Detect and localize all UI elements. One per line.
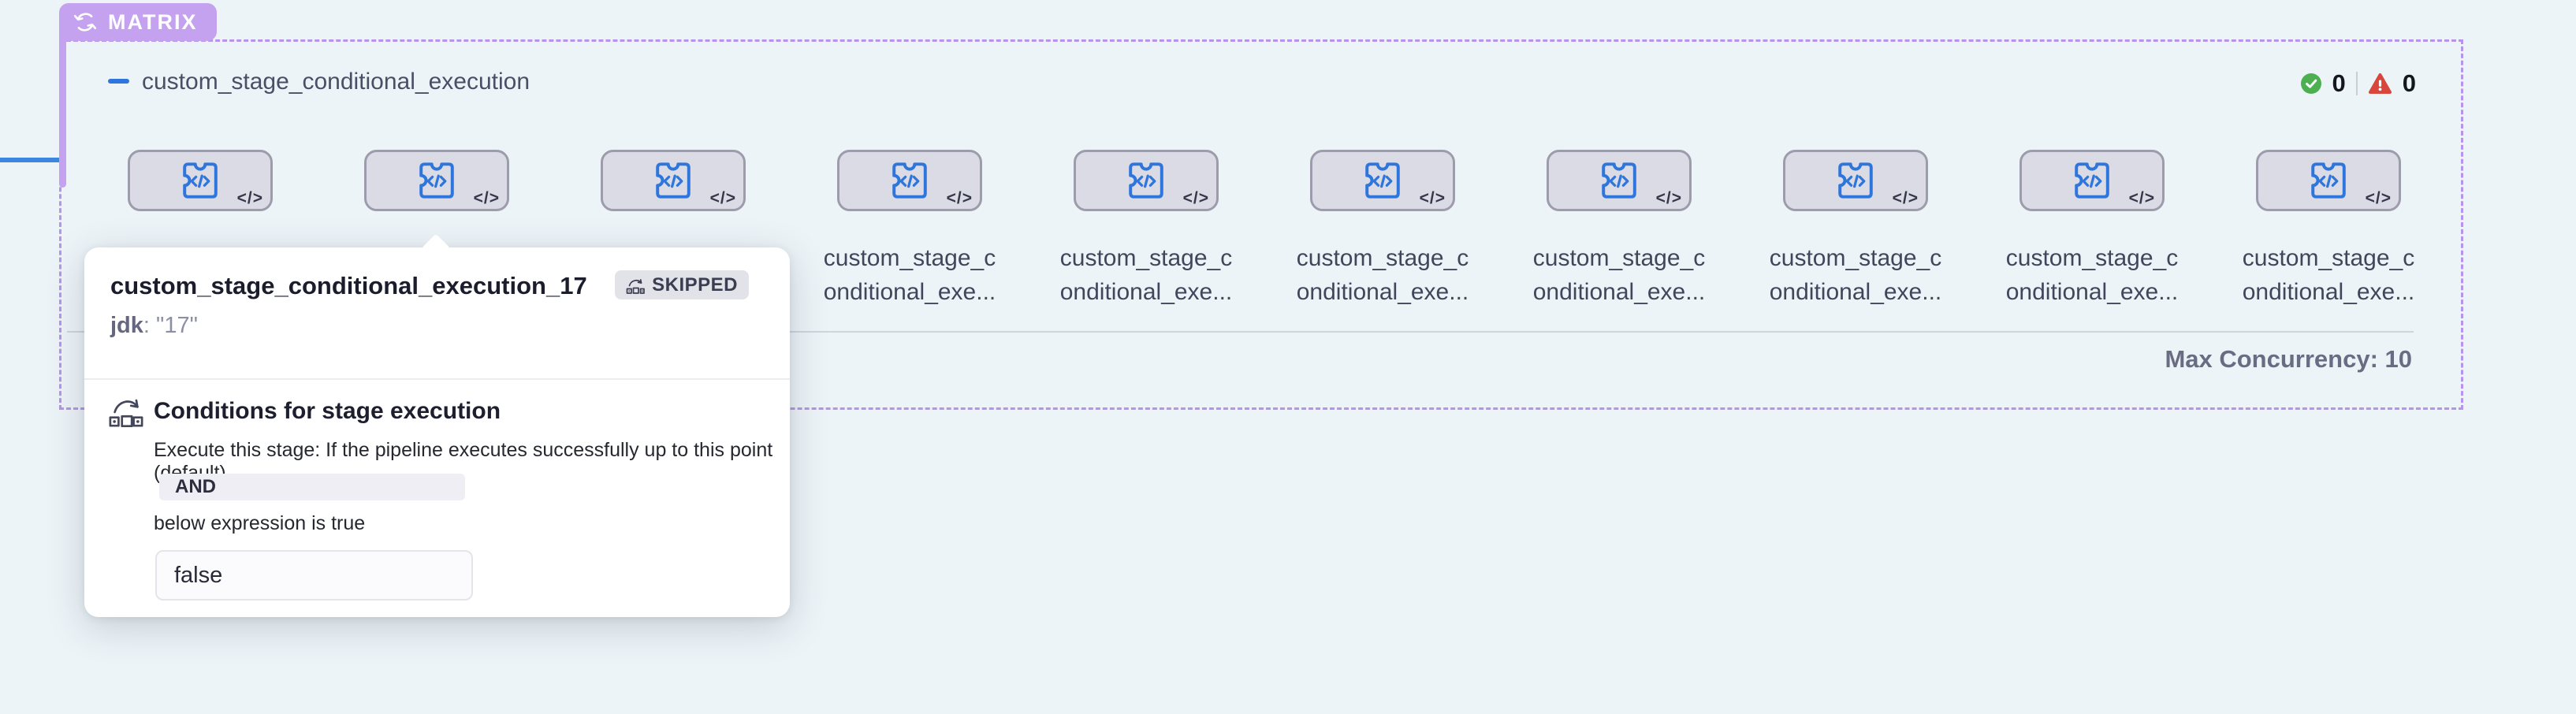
counter-divider [2355,72,2358,95]
matrix-section-divider [67,331,2414,333]
code-mini-icon: </> [2128,189,2155,207]
matrix-badge-tail [59,38,66,188]
stage-card-2[interactable]: </> [364,150,509,211]
stage-label: custom_stage_c onditional_exe... [2005,245,2179,305]
stage-card-7[interactable]: </> [1547,150,1692,211]
expression-value-field: false [155,550,473,601]
stage-label: custom_stage_c onditional_exe... [823,245,996,305]
stage-card-6[interactable]: </> [1310,150,1455,211]
pipeline-connector-line [0,158,61,162]
custom-stage-code-icon [2311,162,2346,199]
code-mini-icon: </> [1892,189,1919,207]
stage-card-3[interactable]: </> [601,150,746,211]
collapse-button[interactable] [108,79,129,84]
matrix-stage-container [59,39,2463,410]
stage-label: custom_stage_c onditional_exe... [1059,245,1233,305]
custom-stage-code-icon [1838,162,1873,199]
code-mini-icon: </> [473,189,500,207]
max-concurrency-label: Max Concurrency: 10 [2165,345,2412,373]
variable-value: : "17" [143,313,198,338]
expression-hint: below expression is true [154,512,366,534]
code-mini-icon: </> [946,189,973,207]
skip-icon [626,278,645,294]
code-mini-icon: </> [236,189,263,207]
matrix-variable: jdk: "17" [110,313,198,339]
stage-card-8[interactable]: </> [1783,150,1928,211]
loop-icon [73,13,97,32]
popover-stage-title: custom_stage_conditional_execution_17 [110,272,587,299]
stage-details-popover: custom_stage_conditional_execution_17 SK… [84,233,790,617]
status-badge: SKIPPED [615,270,749,299]
custom-stage-code-icon [892,162,927,199]
status-counters: 0 0 [2300,69,2416,98]
success-check-icon [2300,73,2321,94]
code-mini-icon: </> [1419,189,1446,207]
conditions-heading: Conditions for stage execution [154,398,501,424]
code-mini-icon: </> [1655,189,1682,207]
stage-card-5[interactable]: </> [1074,150,1219,211]
stage-label: custom_stage_c onditional_exe... [2242,245,2415,305]
custom-stage-code-icon [2075,162,2109,199]
matrix-stage-title: custom_stage_conditional_execution [142,69,530,95]
success-count: 0 [2332,69,2346,97]
code-mini-icon: </> [709,189,736,207]
matrix-badge: MATRIX [59,3,217,41]
popover-divider [84,378,790,380]
stage-label: custom_stage_c onditional_exe... [1296,245,1469,305]
code-mini-icon: </> [1182,189,1209,207]
status-badge-label: SKIPPED [652,273,738,296]
condition-operator: AND [159,474,465,500]
stage-card-1[interactable]: </> [128,150,273,211]
custom-stage-code-icon [183,162,218,199]
stage-card-10[interactable]: </> [2256,150,2401,211]
code-mini-icon: </> [2365,189,2392,207]
custom-stage-code-icon [1129,162,1163,199]
custom-stage-code-icon [419,162,454,199]
custom-stage-code-icon [1365,162,1400,199]
failed-count: 0 [2402,69,2416,97]
stage-label: custom_stage_c onditional_exe... [1769,245,1942,305]
matrix-badge-label: MATRIX [108,9,198,34]
custom-stage-code-icon [656,162,691,199]
variable-key: jdk [110,313,143,338]
conditional-execution-icon [109,399,143,428]
stage-card-9[interactable]: </> [2019,150,2165,211]
custom-stage-code-icon [1602,162,1636,199]
stage-card-4[interactable]: </> [837,150,982,211]
failed-warning-icon [2368,73,2392,94]
stage-label: custom_stage_c onditional_exe... [1532,245,1706,305]
